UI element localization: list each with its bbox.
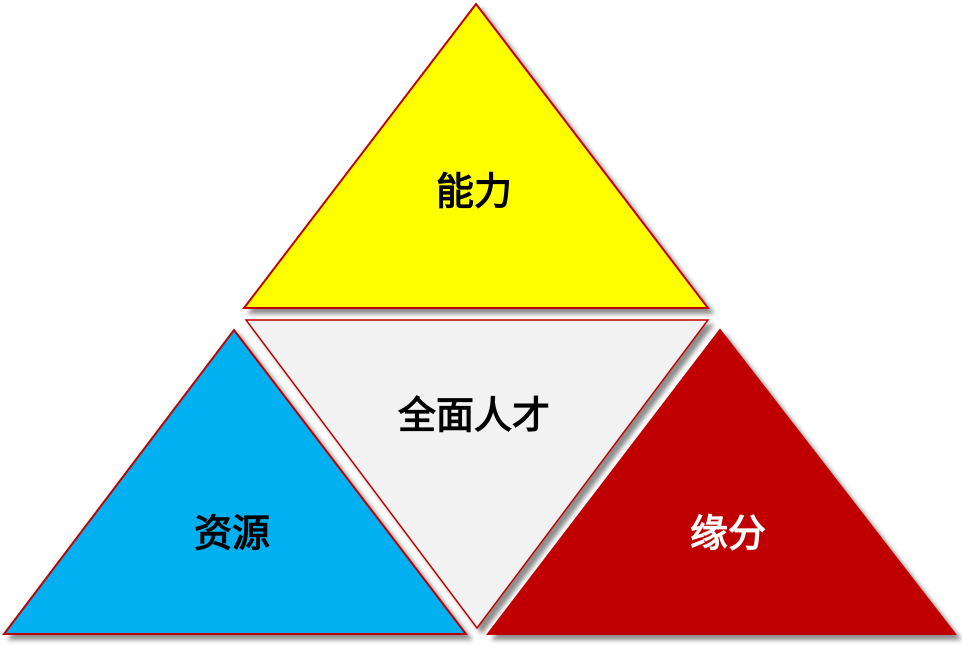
top-label: 能力 (436, 170, 512, 214)
left-triangle (1, 328, 469, 635)
right-label: 缘分 (690, 512, 766, 556)
left-label: 资源 (194, 512, 270, 556)
center-label: 全面人才 (397, 394, 550, 438)
center-triangle (244, 319, 710, 630)
right-triangle (485, 328, 958, 635)
top-triangle (241, 2, 711, 309)
